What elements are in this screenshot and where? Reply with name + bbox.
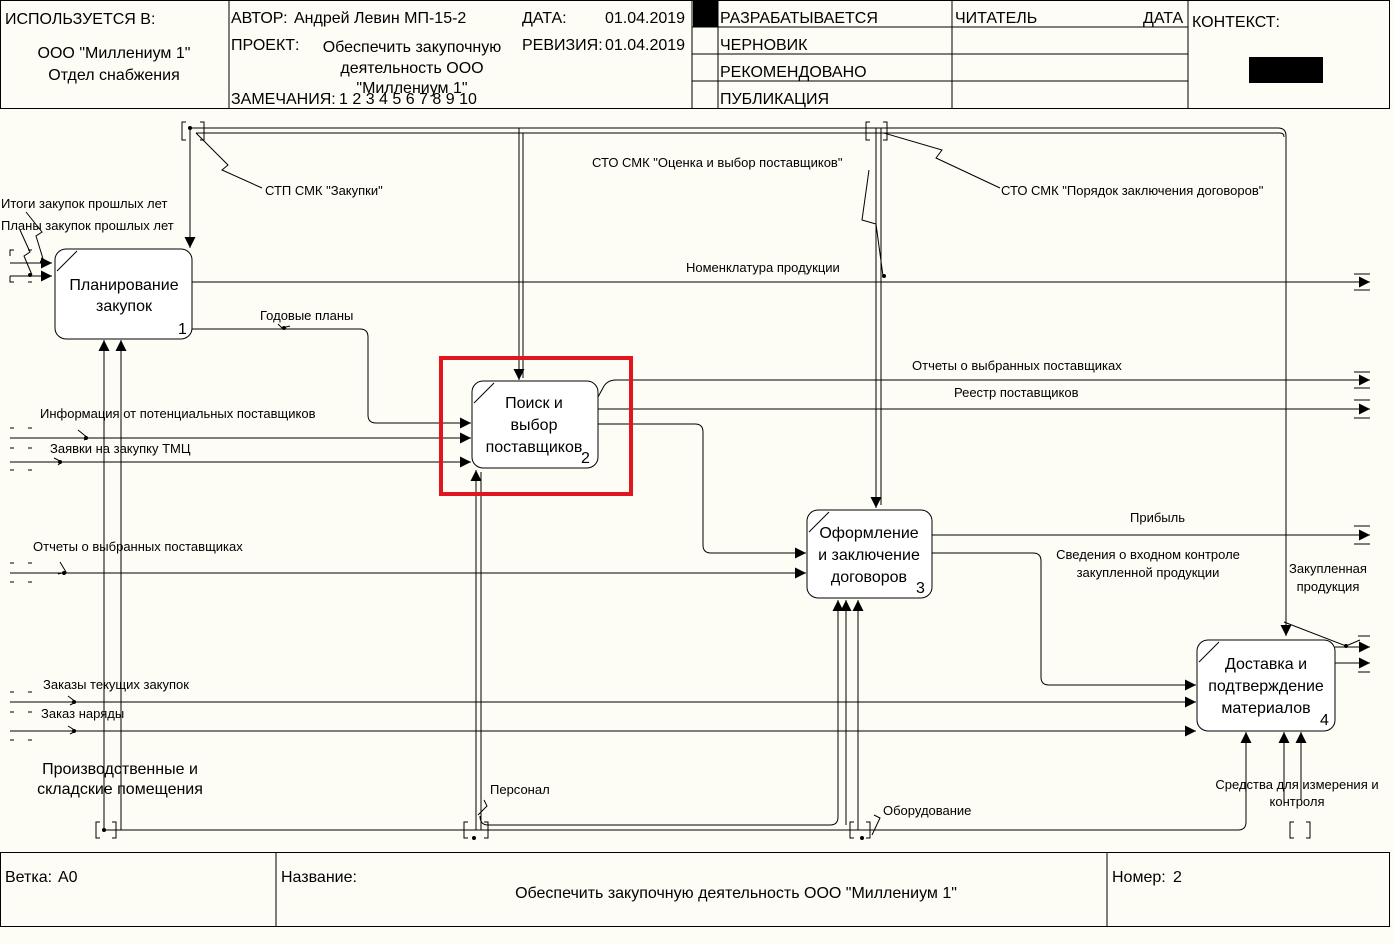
- revision-value: 01.04.2019: [605, 37, 685, 54]
- label-tmc-requests: Заявки на закупку ТМЦ: [50, 441, 191, 456]
- node-value: A0: [58, 869, 78, 886]
- box4-line1: Доставка и: [1225, 656, 1307, 673]
- arrow-network: [10, 127, 1370, 836]
- label-premises-2: складские помещения: [37, 781, 203, 798]
- context-thumbnail: [1249, 57, 1323, 83]
- date-value: 01.04.2019: [605, 10, 685, 27]
- label-premises-1: Производственные и: [42, 761, 198, 778]
- label-current-orders: Заказы текущих закупок: [43, 677, 189, 692]
- label-supplier-reports-in: Отчеты о выбранных поставщиках: [33, 539, 243, 554]
- title-value: Обеспечить закупочную деятельность ООО "…: [515, 885, 957, 902]
- header-frame: [0, 0, 1390, 109]
- author-label: АВТОР:: [231, 10, 288, 27]
- label-personnel: Персонал: [490, 782, 550, 797]
- project-line3: "Миллениум 1": [356, 80, 467, 97]
- number-label: Номер:: [1112, 869, 1166, 886]
- label-measure-1: Средства для измерения и: [1215, 777, 1378, 792]
- tunnel-brackets: [9, 121, 1370, 839]
- box2-number: 2: [581, 450, 590, 467]
- box3-line2: и заключение: [818, 547, 920, 564]
- revision-label: РЕВИЗИЯ:: [522, 37, 603, 54]
- box2-line2: выбор: [511, 417, 558, 434]
- box2-line3: поставщиков: [486, 439, 583, 456]
- project-line1: Обеспечить закупочную: [323, 39, 502, 56]
- status-working: РАЗРАБАТЫВАЕТСЯ: [720, 10, 878, 27]
- date-label: ДАТА:: [522, 10, 567, 27]
- box2-line1: Поиск и: [505, 395, 563, 412]
- label-purchased-2: продукция: [1297, 579, 1360, 594]
- arrow-labels: СТП СМК "Закупки" СТО СМК "Оценка и выбо…: [1, 155, 1379, 818]
- node-label: Ветка:: [5, 869, 52, 886]
- label-potential-info: Информация от потенциальных поставщиков: [40, 406, 316, 421]
- author-value: Андрей Левин МП-15-2: [294, 10, 466, 27]
- box1-line2: закупок: [96, 298, 153, 315]
- project-line2: деятельность ООО: [340, 60, 483, 77]
- label-purchased-1: Закупленная: [1289, 561, 1367, 576]
- used-in-label: ИСПОЛЬЗУЕТСЯ В:: [5, 11, 155, 28]
- label-annual-plans: Годовые планы: [260, 308, 353, 323]
- label-results-prev: Итоги закупок прошлых лет: [1, 196, 167, 211]
- title-label: Название:: [281, 869, 357, 886]
- label-sto-supplier-eval: СТО СМК "Оценка и выбор поставщиков": [592, 155, 843, 170]
- status-working-marker: [693, 1, 718, 27]
- context-label: КОНТЕКСТ:: [1192, 14, 1280, 31]
- reader-date-label: ДАТА: [1143, 10, 1184, 27]
- notes-label: ЗАМЕЧАНИЯ:: [231, 91, 336, 108]
- junction-dots: [28, 126, 1348, 840]
- label-measure-2: контроля: [1270, 794, 1325, 809]
- used-in-org: ООО "Миллениум 1": [38, 45, 191, 62]
- status-recommended: РЕКОМЕНДОВАНО: [720, 64, 867, 81]
- label-nomenclature: Номенклатура продукции: [686, 260, 840, 275]
- label-supplier-reports-out: Отчеты о выбранных поставщиках: [912, 358, 1122, 373]
- box4-number: 4: [1320, 712, 1329, 729]
- label-incoming-control-2: закупленной продукции: [1077, 565, 1220, 580]
- notes-value: 1 2 3 4 5 6 7 8 9 10: [339, 91, 477, 108]
- label-sto-contract-order: СТО СМК "Порядок заключения договоров": [1001, 183, 1264, 198]
- selection-highlight: [439, 356, 633, 496]
- label-supplier-registry: Реестр поставщиков: [954, 385, 1079, 400]
- label-equipment: Оборудование: [883, 803, 971, 818]
- reader-label: ЧИТАТЕЛЬ: [955, 10, 1037, 27]
- box4-line2: подтверждение: [1208, 678, 1324, 695]
- box3-number: 3: [916, 580, 925, 597]
- box1-number: 1: [178, 321, 187, 338]
- activity-box-4[interactable]: Доставка и подтверждение материалов 4: [1196, 639, 1336, 732]
- box3-line3: договоров: [831, 569, 907, 586]
- label-plans-prev: Планы закупок прошлых лет: [1, 218, 174, 233]
- label-profit: Прибыль: [1130, 510, 1185, 525]
- box1-line1: Планирование: [69, 277, 178, 294]
- status-draft: ЧЕРНОВИК: [720, 37, 808, 54]
- footer-frame: [0, 852, 1390, 927]
- number-value: 2: [1173, 869, 1182, 886]
- label-incoming-control-1: Сведения о входном контроле: [1056, 547, 1240, 562]
- activity-box-2[interactable]: Поиск и выбор поставщиков 2: [471, 380, 599, 469]
- project-label: ПРОЕКТ:: [231, 37, 299, 54]
- activity-box-1[interactable]: Планирование закупок 1: [54, 248, 193, 340]
- label-stp-purchases: СТП СМК "Закупки": [265, 183, 383, 198]
- activity-box-3[interactable]: Оформление и заключение договоров 3: [806, 509, 933, 599]
- used-in-dept: Отдел снабжения: [48, 67, 179, 84]
- box4-line3: материалов: [1221, 700, 1310, 717]
- label-work-orders: Заказ наряды: [41, 706, 124, 721]
- box3-line1: Оформление: [819, 525, 918, 542]
- status-publication: ПУБЛИКАЦИЯ: [720, 91, 829, 108]
